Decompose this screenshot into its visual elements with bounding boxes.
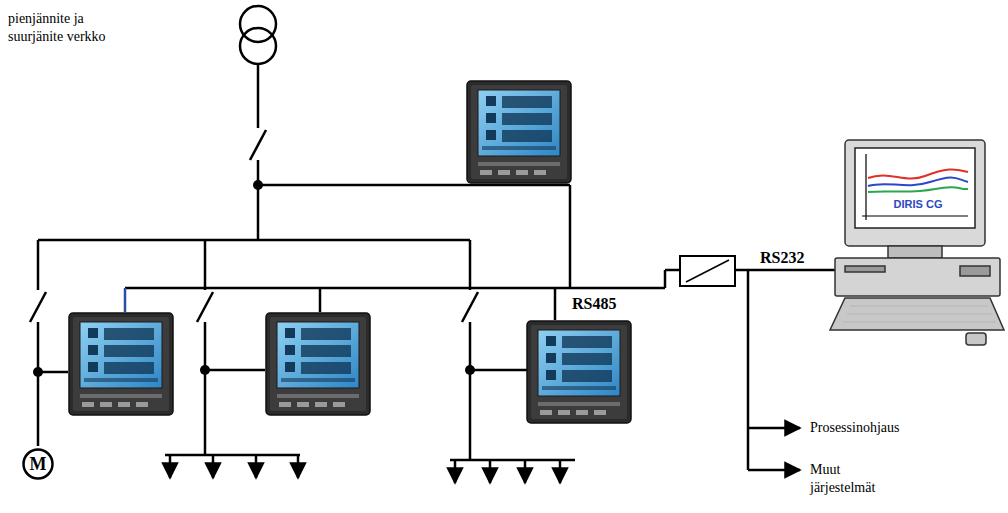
bus-label: RS232 [760, 248, 804, 268]
motor-outline [24, 450, 53, 479]
node-text: M [30, 454, 47, 475]
screen-caption: DIRIS CG [870, 194, 966, 214]
output-label: Muut järjestelmät [810, 461, 890, 496]
network-label: pienjännite ja suurjänite verkko [8, 10, 130, 45]
bus-label: RS485 [572, 294, 616, 314]
output-label: Prosessinohjaus [810, 419, 899, 437]
node-text: DIRIS CG [894, 198, 943, 210]
motor-symbol: M [22, 448, 54, 480]
